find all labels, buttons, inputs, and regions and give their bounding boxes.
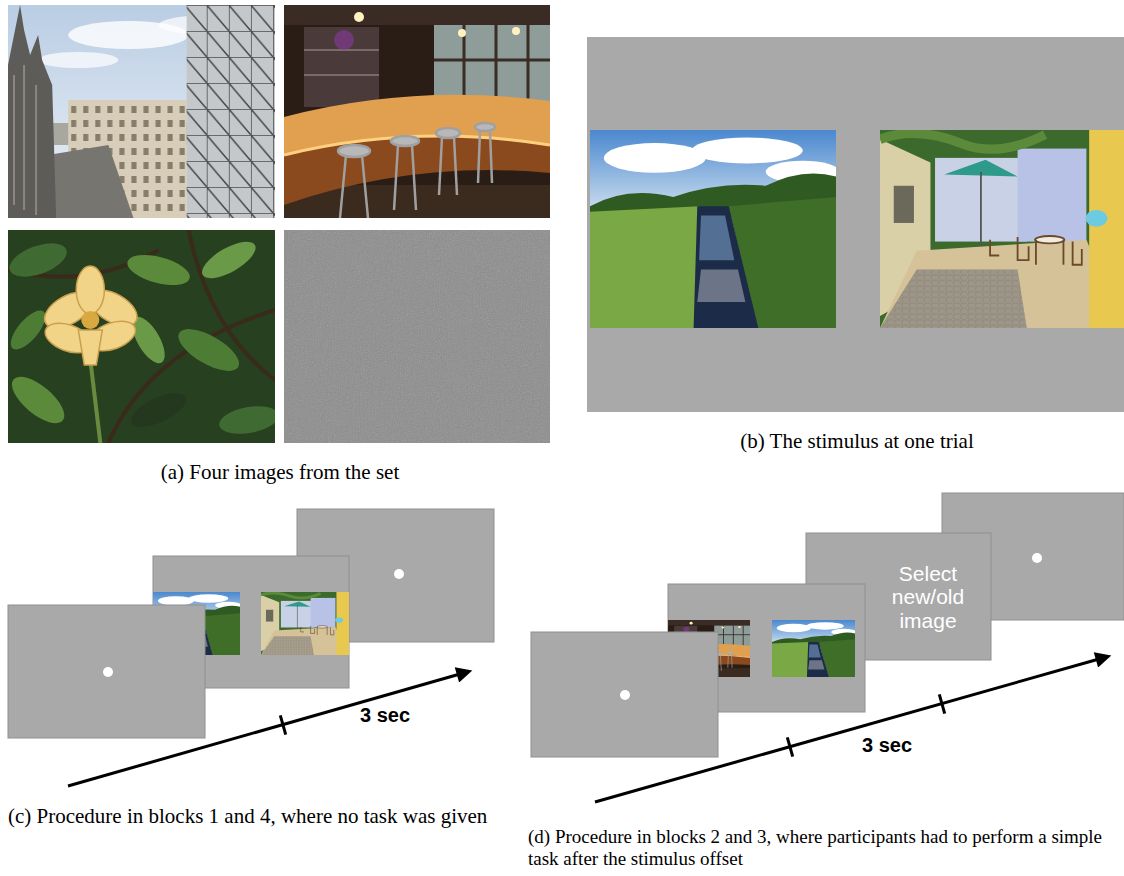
time-tick [939, 694, 944, 713]
fixation-screen [8, 605, 205, 738]
time-arrow [595, 659, 1099, 802]
grey-background [587, 37, 1124, 412]
fixation-dot [1032, 553, 1042, 563]
subfigure-caption: (a) Four images from the set [30, 460, 530, 484]
fixation-screen [531, 632, 718, 757]
procedure-d [531, 493, 1124, 802]
courtyard-photo [261, 592, 349, 655]
task-screen-text: Select new/old image [867, 538, 989, 656]
subfigure-caption: (d) Procedure in blocks 2 and 3, where p… [528, 826, 1116, 870]
noise-image [284, 230, 550, 443]
time-tick [280, 715, 285, 734]
fixation-dot [103, 667, 113, 677]
bar-photo [284, 5, 550, 218]
subfigure-caption: (b) The stimulus at one trial [600, 429, 1114, 453]
river-photo [590, 130, 840, 328]
subfigure-caption: (c) Procedure in blocks 1 and 4, where n… [8, 804, 508, 828]
duration-label: 3 sec [862, 734, 952, 757]
stimulus-screen [587, 37, 1124, 412]
time-arrow [68, 674, 460, 786]
time-tick [787, 737, 792, 756]
river-photo [772, 620, 856, 677]
fixation-dot [620, 690, 630, 700]
screen-instruction: Select new/old image [871, 562, 985, 633]
courtyard-photo [880, 130, 1124, 328]
image-grid [4, 5, 550, 443]
flower-photo [4, 230, 280, 443]
city-photo [8, 5, 275, 218]
procedure-c [8, 509, 494, 786]
fixation-dot [394, 569, 404, 579]
duration-label: 3 sec [360, 704, 450, 727]
